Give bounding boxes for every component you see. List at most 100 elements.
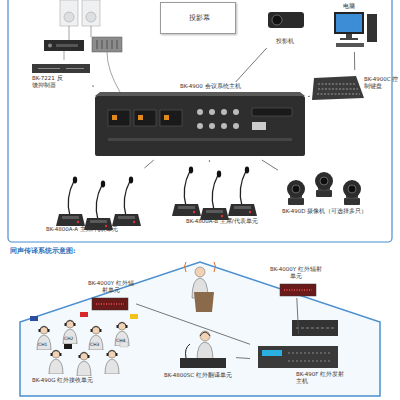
device-label: BK-490F 红外发射主机 (296, 371, 350, 384)
control-keyboard (312, 76, 364, 100)
listener (63, 320, 77, 344)
section-frame (8, 0, 392, 242)
bnc-connector (197, 123, 203, 129)
speaker (82, 0, 100, 26)
speaker-head (195, 267, 205, 277)
device-label: BK-7221 反馈抑制器 (32, 75, 68, 88)
control-keyboard: BK-4900C 控制键盘 (310, 70, 400, 102)
ir-radiator (280, 284, 316, 296)
ir-led (96, 303, 124, 305)
room-outline (20, 262, 380, 396)
pc-keyboard (336, 43, 364, 47)
main-unit-port (134, 110, 156, 126)
ir-led (284, 289, 312, 291)
signal-cable (236, 48, 267, 82)
device-label: BK-490D 摄像机（可选择多只） (282, 208, 380, 215)
device-label: BK-4800A-A 主席/代表单元 (46, 226, 162, 233)
device-label: BK-4000Y 红外辐射单元 (86, 280, 136, 293)
speaker (60, 0, 78, 26)
signal-cable (209, 160, 210, 162)
microphone-unit (112, 177, 141, 226)
amplifier-knob (48, 44, 52, 48)
label-block: 电脑 (334, 3, 364, 10)
sound-wave (185, 262, 216, 272)
pc-tower (367, 14, 377, 42)
translator-body (197, 342, 213, 360)
device-label: BK-4900C 控制键盘 (364, 76, 399, 89)
connector (138, 115, 143, 120)
delegate-unit-group: BK-4800A-A 主席/代表单元 (44, 168, 162, 238)
channel-tag: CH1 (38, 343, 47, 348)
flag (30, 316, 38, 321)
translator-console (180, 358, 226, 368)
rack-detail (288, 353, 332, 361)
projector-lens (272, 15, 282, 25)
monitor-stand (340, 38, 358, 40)
camera (343, 180, 361, 205)
signal-cable (144, 160, 153, 168)
label-block: BK-4800A-A 主席/代表单元 (46, 226, 162, 233)
signal-cable (236, 357, 250, 359)
main-unit-trim (108, 138, 292, 141)
monitor-screen (336, 14, 362, 32)
label-block: BK-4000Y 红外辐射单元 (268, 266, 324, 279)
device-label: BK-4900 会议系统主机 (180, 83, 290, 90)
rack-unit (32, 64, 90, 73)
mixer (92, 37, 122, 52)
bnc-connector (197, 109, 203, 115)
channel-tag: CH4 (116, 339, 125, 344)
projector-body (268, 12, 304, 28)
label-block: BK-490D 摄像机（可选择多只） (282, 208, 380, 215)
ir-transmitter-unit: BK-490F 红外发射主机 (250, 334, 350, 390)
speaker-cone (64, 12, 74, 22)
device-label: BK-4800A-B 主席/代表单元 (186, 218, 270, 225)
bnc-connector (209, 123, 215, 129)
flag (64, 344, 72, 349)
ir-transmitter (258, 346, 338, 368)
flag (80, 312, 88, 317)
camera (315, 172, 333, 197)
main-unit-port (160, 110, 182, 126)
microphone-unit (56, 177, 85, 226)
signal-cable (308, 96, 310, 97)
signal-cable (262, 160, 278, 170)
label-block: 投影幕 (161, 14, 237, 22)
microphone-unit (172, 167, 201, 216)
signal-cable (297, 298, 299, 334)
projector: 投影机 (262, 8, 308, 48)
main-unit-body (95, 96, 305, 156)
device-label: 投影幕 (161, 14, 237, 22)
listener (37, 326, 51, 350)
section-heading: 同声传译系统示意图: (10, 248, 76, 255)
listener (105, 350, 119, 374)
signal-cable (92, 85, 94, 87)
flag (130, 314, 138, 319)
translator-head (200, 331, 210, 341)
network-port (252, 122, 266, 130)
bnc-connector (209, 109, 215, 115)
monitor-stand (346, 34, 352, 38)
display (262, 350, 282, 356)
label-block: BK-4900 会议系统主机 (180, 83, 290, 90)
serial-port (252, 108, 292, 116)
computer: 电脑 (326, 2, 382, 52)
listener (89, 326, 103, 350)
amplifier-panel (56, 44, 78, 47)
mixer-slider (97, 40, 117, 49)
device-label: BK-4800SC 红外翻译单元 (160, 372, 236, 379)
listener (115, 322, 129, 346)
rack-detail (38, 68, 84, 69)
device-label: 电脑 (334, 3, 364, 10)
podium (194, 292, 214, 312)
label-block: BK-490F 红外发射主机 (296, 371, 350, 384)
microphone-unit (84, 181, 113, 230)
projection-screen: 投影幕 (160, 2, 236, 34)
connector (112, 115, 117, 120)
signal-cable (136, 304, 250, 344)
channel-tag: CH2 (64, 337, 73, 342)
delegate-unit-group: BK-4800A-B 主席/代表单元 (166, 162, 270, 232)
bnc-connector (221, 109, 227, 115)
ir-radiator-unit: BK-4000Y 红外辐射单元 (268, 266, 324, 298)
